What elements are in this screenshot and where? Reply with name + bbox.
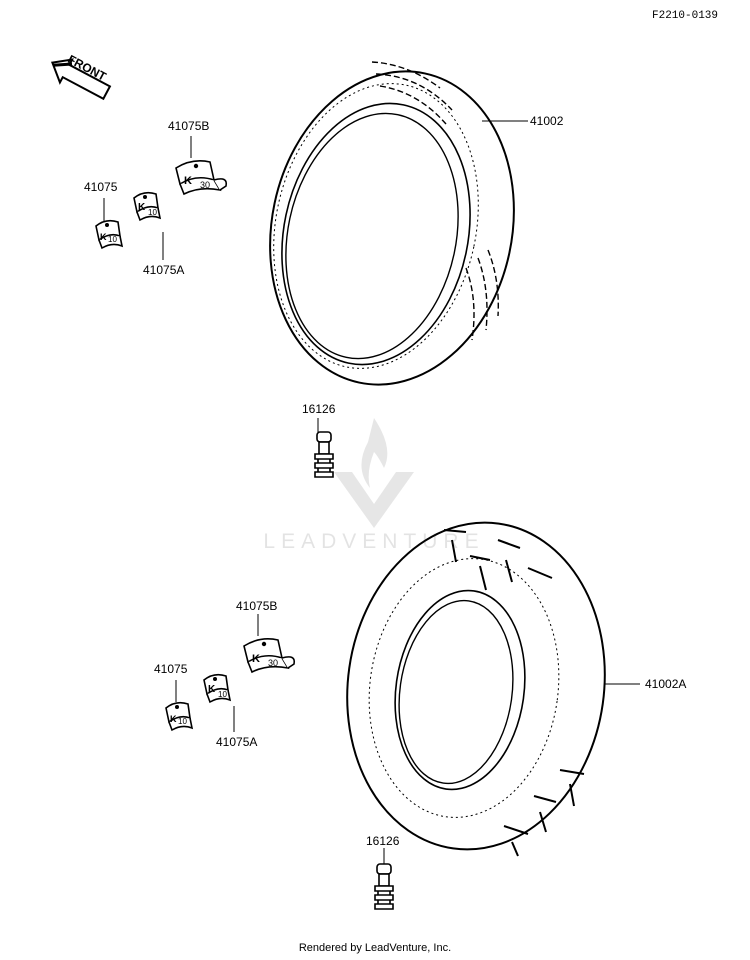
part-label-41002A: 41002A	[645, 677, 687, 691]
part-label-16126-bottom: 16126	[366, 834, 400, 848]
svg-text:10: 10	[108, 235, 117, 244]
valve-16126-bottom	[374, 863, 394, 910]
weight-41075A-bottom: K 10	[203, 673, 231, 703]
svg-text:10: 10	[218, 690, 227, 699]
svg-text:K: K	[184, 175, 192, 187]
footer-credit: Rendered by LeadVenture, Inc.	[298, 942, 452, 954]
tire-rear	[346, 521, 640, 857]
part-label-41075-top: 41075	[84, 180, 118, 194]
svg-text:K: K	[138, 202, 146, 213]
svg-text:10: 10	[148, 208, 157, 217]
weight-41075-bottom: K 10	[165, 701, 193, 731]
part-label-41075-bottom: 41075	[154, 662, 188, 676]
svg-text:K: K	[170, 714, 177, 724]
tire-front	[269, 61, 528, 386]
svg-text:K: K	[100, 232, 107, 242]
svg-text:10: 10	[178, 717, 187, 726]
svg-text:30: 30	[200, 180, 210, 190]
weight-41075A-top: K 10	[133, 191, 161, 221]
diagram-code: F2210-0139	[652, 10, 719, 22]
svg-text:30: 30	[268, 658, 278, 668]
part-label-41002: 41002	[530, 114, 564, 128]
svg-text:K: K	[252, 653, 260, 665]
valve-16126-top	[314, 431, 334, 478]
weight-41075-top: K 10	[95, 219, 123, 249]
svg-text:K: K	[208, 684, 216, 695]
part-label-41075A-bottom: 41075A	[216, 735, 258, 749]
part-label-41075B-top: 41075B	[168, 119, 210, 133]
leader-lines-bottom	[175, 614, 259, 732]
part-label-41075A-top: 41075A	[143, 263, 185, 277]
part-label-16126-top: 16126	[302, 402, 336, 416]
weight-41075B-top: K 30	[175, 160, 228, 195]
weight-41075B-bottom: K 30	[243, 638, 296, 673]
front-arrow-icon	[50, 58, 112, 101]
leader-lines-top	[103, 136, 192, 260]
part-label-41075B-bottom: 41075B	[236, 599, 278, 613]
